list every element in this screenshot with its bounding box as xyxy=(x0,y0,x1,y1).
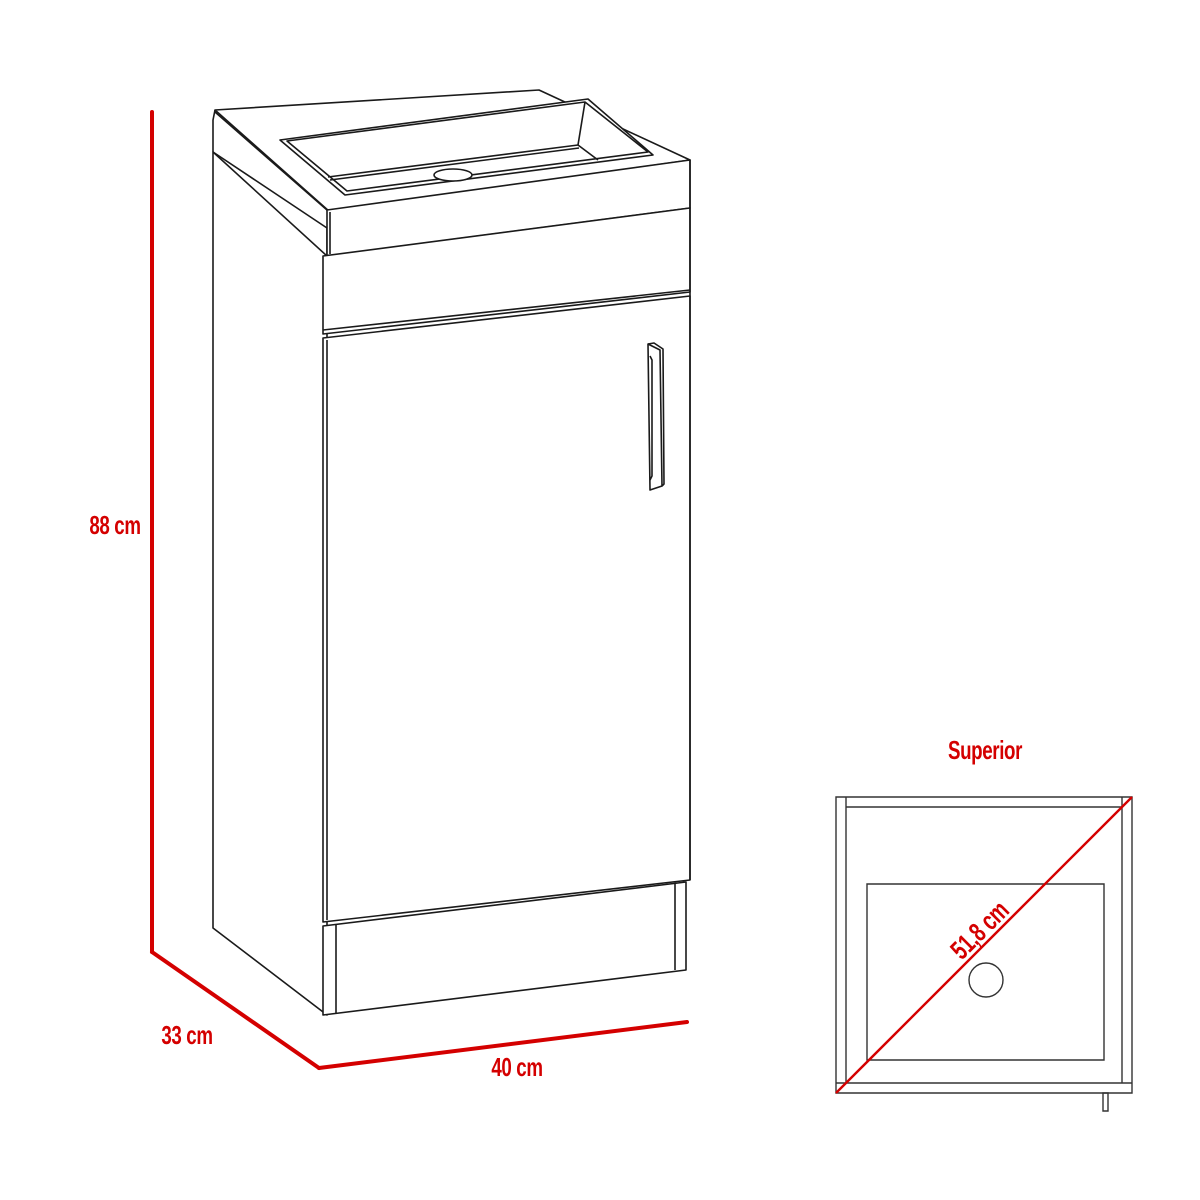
cabinet-isometric xyxy=(213,90,690,1015)
height-label: 88 cm xyxy=(89,510,141,540)
width-label: 40 cm xyxy=(491,1052,543,1082)
depth-label: 33 cm xyxy=(161,1020,213,1050)
cabinet-plinth xyxy=(323,882,686,1015)
top-view xyxy=(836,797,1132,1111)
top-view-drain-icon xyxy=(969,963,1003,997)
top-view-title: Superior xyxy=(947,735,1023,765)
sink-drain-icon xyxy=(434,169,472,181)
top-view-leg xyxy=(1103,1093,1108,1111)
sink-basin-inner xyxy=(287,102,648,191)
door-handle-icon xyxy=(648,343,664,490)
top-left-edge xyxy=(213,110,215,152)
cabinet-side-panel xyxy=(213,152,327,1015)
top-left-bevel xyxy=(215,112,327,210)
top-view-outer xyxy=(836,797,1132,1093)
cabinet-door xyxy=(323,296,690,922)
width-dimension-line xyxy=(319,1022,687,1068)
top-view-basin xyxy=(867,884,1104,1060)
fascia-lower-edge xyxy=(323,290,690,330)
depth-dimension-line xyxy=(152,952,319,1068)
diagonal-dimension-line xyxy=(836,797,1132,1093)
sink-side-face xyxy=(213,152,327,256)
sink-basin-corner xyxy=(578,102,585,145)
sink-basin-floor-line xyxy=(330,148,579,180)
dimension-lines xyxy=(152,112,687,1068)
